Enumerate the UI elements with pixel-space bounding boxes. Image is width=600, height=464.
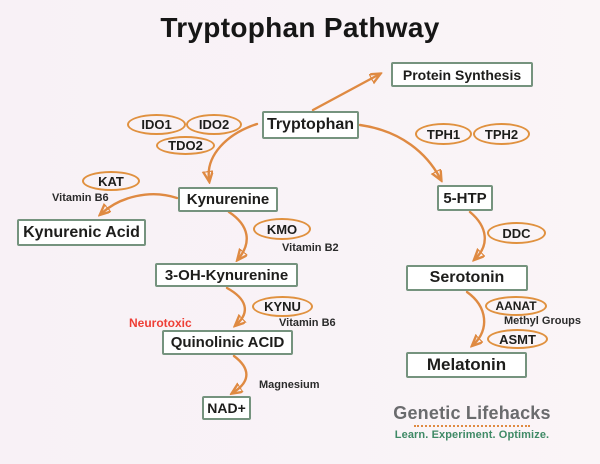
neurotoxic-annotation: Neurotoxic [129, 316, 192, 330]
arrow-tryptophan-to-protein-synthesis [311, 75, 378, 112]
enzyme-kat: KAT [82, 171, 140, 191]
node-protein-synthesis: Protein Synthesis [391, 62, 533, 87]
enzyme-kynu: KYNU [252, 296, 313, 317]
arrow-5htp-to-serotonin [468, 210, 486, 258]
node-serotonin: Serotonin [406, 265, 528, 291]
genetic-lifehacks-logo: Genetic Lifehacks Learn. Experiment. Opt… [383, 403, 561, 441]
cofactor-vitamin-b6-kynu: Vitamin B6 [279, 317, 336, 329]
enzyme-tdo2: TDO2 [156, 136, 215, 155]
cofactor-magnesium: Magnesium [259, 379, 320, 391]
cofactor-vitamin-b6-kat: Vitamin B6 [52, 192, 109, 204]
logo-name: Genetic Lifehacks [393, 403, 551, 423]
arrow-tryptophan-to-kynurenine [209, 122, 259, 179]
node-kynurenine: Kynurenine [178, 187, 278, 212]
arrow-kynurenine-to-kynurenic-acid [102, 193, 179, 213]
diagram-title: Tryptophan Pathway [160, 12, 440, 43]
node-melatonin: Melatonin [406, 352, 527, 378]
logo-tagline: Learn. Experiment. Optimize. [394, 428, 550, 441]
node-tryptophan: Tryptophan [262, 111, 359, 139]
cofactor-vitamin-b2-kmo: Vitamin B2 [282, 242, 339, 254]
arrow-kynurenine-to-3oh-kynurenine [227, 210, 247, 258]
node-kynurenic-acid: Kynurenic Acid [17, 219, 146, 246]
enzyme-aanat: AANAT [485, 296, 547, 316]
arrow-serotonin-to-melatonin [465, 290, 486, 344]
enzyme-tph1: TPH1 [415, 123, 472, 145]
enzyme-tph2: TPH2 [473, 123, 530, 145]
node-nad: NAD+ [202, 396, 251, 420]
enzyme-kmo: KMO [253, 218, 311, 240]
arrow-tryptophan-to-5htp [358, 123, 440, 178]
enzyme-ddc: DDC [487, 222, 546, 244]
enzyme-asmt: ASMT [487, 329, 548, 349]
node-3-oh-kynurenine: 3-OH-Kynurenine [155, 263, 298, 287]
node-quinolinic-acid: Quinolinic ACID [162, 330, 293, 355]
enzyme-ido2: IDO2 [186, 114, 242, 135]
cofactor-methyl-groups: Methyl Groups [504, 315, 582, 327]
enzyme-ido1: IDO1 [127, 114, 186, 135]
node-5-htp: 5-HTP [437, 185, 493, 211]
arrow-quinolinic-acid-to-nad [234, 354, 248, 392]
logo-dotted-divider [414, 424, 530, 427]
arrow-3oh-kynurenine-to-quinolinic-acid [225, 286, 245, 324]
